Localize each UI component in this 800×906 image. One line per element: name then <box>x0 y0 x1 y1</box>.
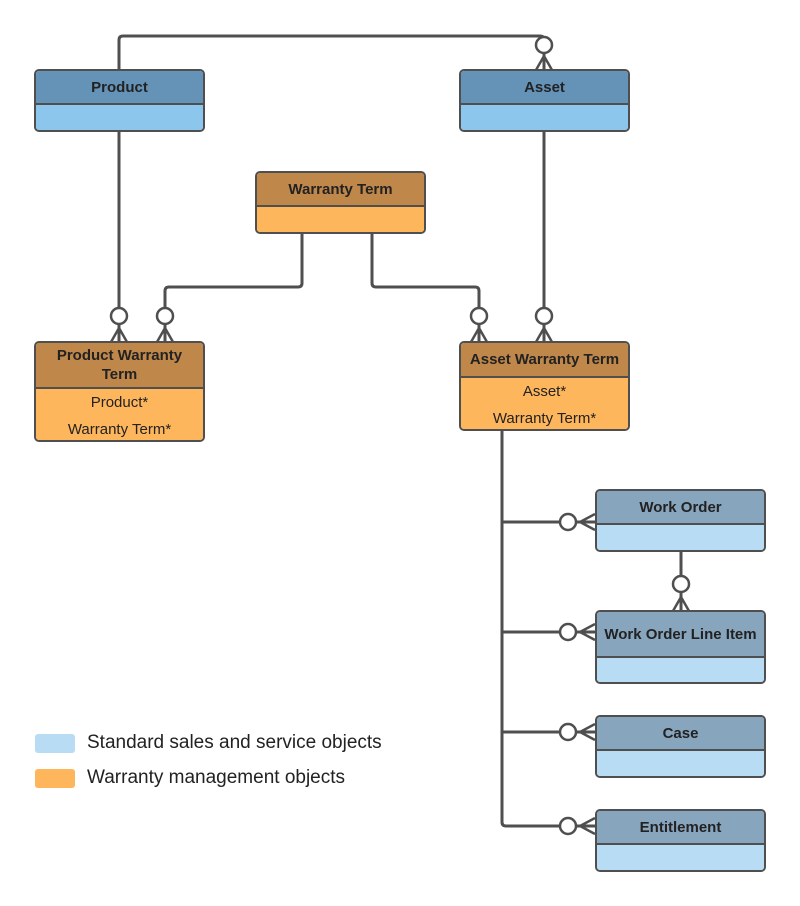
legend-label-warranty: Warranty management objects <box>87 767 346 788</box>
entity-asset-warranty-term: Asset Warranty Term Asset* Warranty Term… <box>459 341 630 431</box>
entity-title: Product <box>36 71 203 105</box>
entity-case: Case <box>595 715 766 778</box>
field-product: Product* <box>90 394 149 411</box>
crowfoot-workorder <box>558 512 596 532</box>
line-awt-trunk <box>500 429 597 828</box>
entity-title: Asset <box>461 71 628 105</box>
entity-product-warranty-term: Product Warranty Term Product* Warranty … <box>34 341 205 442</box>
legend-swatch-warranty <box>35 769 75 788</box>
entity-title: Entitlement <box>597 811 764 845</box>
line-wt-awt <box>370 231 481 344</box>
crowfoot-awt-from-wt <box>469 306 489 343</box>
legend-swatch-standard <box>35 734 75 753</box>
entity-title: Asset Warranty Term <box>461 343 628 378</box>
crowfoot-pwt-from-product <box>109 306 129 343</box>
line-wt-pwt <box>163 231 304 344</box>
entity-warranty-term: Warranty Term <box>255 171 426 234</box>
entity-title: Case <box>597 717 764 751</box>
entity-product: Product <box>34 69 205 132</box>
entity-asset: Asset <box>459 69 630 132</box>
entity-work-order: Work Order <box>595 489 766 552</box>
entity-title: Product Warranty Term <box>36 343 203 389</box>
field-asset: Asset* <box>522 383 567 400</box>
crowfoot-pwt-from-wt <box>155 306 175 343</box>
entity-title: Warranty Term <box>257 173 424 207</box>
entity-entitlement: Entitlement <box>595 809 766 872</box>
legend-label-standard: Standard sales and service objects <box>87 732 382 753</box>
field-warranty-term: Warranty Term* <box>67 421 172 438</box>
crowfoot-entitlement <box>558 816 596 836</box>
entity-work-order-line-item: Work Order Line Item <box>595 610 766 684</box>
crowfoot-asset-from-product <box>534 35 554 71</box>
field-warranty-term: Warranty Term* <box>492 410 597 427</box>
crowfoot-case <box>558 722 596 742</box>
crowfoot-woli <box>558 622 596 642</box>
crowfoot-woli-from-wo <box>671 574 691 612</box>
entity-title: Work Order <box>597 491 764 525</box>
line-product-asset <box>117 34 546 72</box>
entity-title: Work Order Line Item <box>597 612 764 658</box>
crowfoot-awt-from-asset <box>534 306 554 343</box>
